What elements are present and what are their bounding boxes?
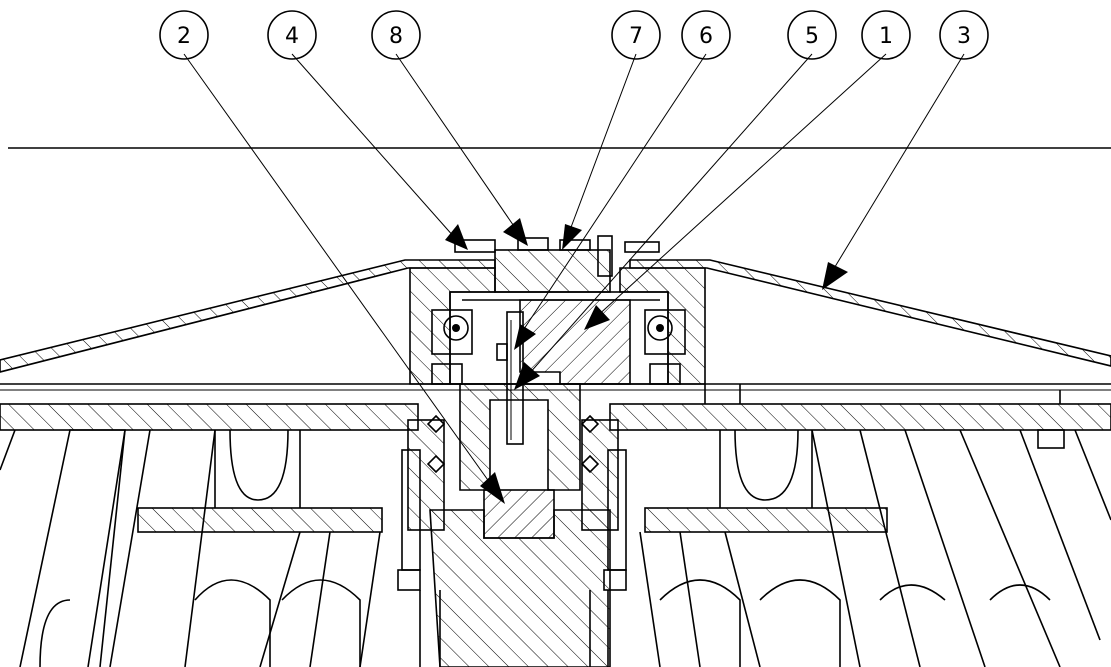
balloon-6: 6 bbox=[681, 10, 731, 60]
base-plate bbox=[0, 383, 1111, 449]
leader-5 bbox=[527, 53, 813, 376]
arrowhead-2 bbox=[480, 472, 505, 504]
leader-3 bbox=[829, 53, 965, 276]
arrowhead-1 bbox=[584, 305, 610, 330]
arrowhead-4 bbox=[445, 224, 468, 250]
balloon-5: 5 bbox=[787, 10, 837, 60]
shaft-assembly bbox=[397, 383, 627, 667]
balloon-4-label: 4 bbox=[285, 24, 299, 49]
bearings bbox=[431, 309, 686, 385]
arrowhead-3 bbox=[822, 262, 848, 290]
arrowhead-8 bbox=[503, 218, 528, 246]
balloon-3: 3 bbox=[939, 10, 989, 60]
leader-lines bbox=[183, 53, 965, 491]
fins-left bbox=[0, 429, 381, 667]
arrowheads bbox=[445, 218, 848, 504]
leader-1 bbox=[594, 53, 887, 319]
top-cap bbox=[454, 235, 660, 301]
leader-8 bbox=[395, 53, 521, 236]
central-hub bbox=[519, 299, 631, 385]
balloon-2: 2 bbox=[159, 10, 209, 60]
leader-7 bbox=[566, 53, 637, 239]
arrowhead-6 bbox=[514, 324, 536, 350]
fins-right bbox=[639, 429, 1111, 667]
balloon-3-label: 3 bbox=[957, 24, 971, 49]
leader-6 bbox=[521, 53, 707, 333]
balloon-4: 4 bbox=[267, 10, 317, 60]
arrowhead-5 bbox=[514, 362, 540, 390]
balloon-7-label: 7 bbox=[629, 24, 643, 49]
balloon-7: 7 bbox=[611, 10, 661, 60]
balloon-1-label: 1 bbox=[879, 24, 893, 49]
arrowhead-7 bbox=[562, 224, 582, 250]
balloon-2-label: 2 bbox=[177, 24, 191, 49]
balloon-6-label: 6 bbox=[699, 24, 713, 49]
balloon-5-label: 5 bbox=[805, 24, 819, 49]
leader-4 bbox=[291, 53, 456, 239]
balloon-1: 1 bbox=[861, 10, 911, 60]
balloon-8: 8 bbox=[371, 10, 421, 60]
leader-2 bbox=[183, 53, 496, 491]
flange-arms bbox=[137, 429, 888, 533]
balloon-8-label: 8 bbox=[389, 24, 403, 49]
